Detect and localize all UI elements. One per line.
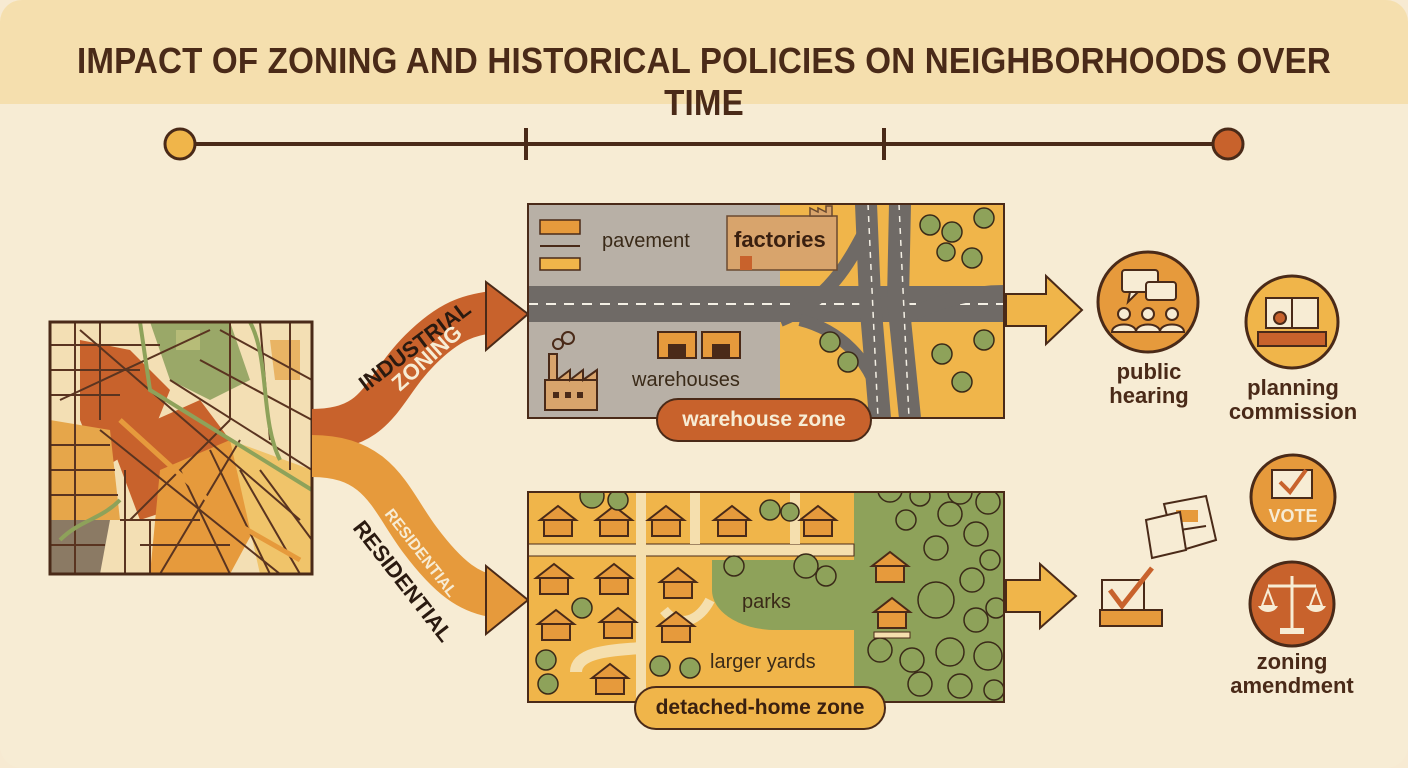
planning-commission-label: planning commission <box>1228 375 1358 424</box>
pavement-label: pavement <box>602 230 690 252</box>
warehouse-zone-label: warehouse zone <box>656 398 872 442</box>
tree-icons <box>535 492 1004 701</box>
zoning-amendment-label: zoning amendment <box>1230 649 1354 698</box>
vote-icon: VOTE <box>1249 453 1337 541</box>
factory-icon <box>544 331 598 411</box>
public-hearing-label: public hearing <box>1109 359 1189 408</box>
warehouses-label: warehouses <box>631 369 740 391</box>
house-icons <box>533 504 913 695</box>
page-title: IMPACT OF ZONING AND HISTORICAL POLICIES… <box>76 40 1332 123</box>
title-band <box>0 0 1408 104</box>
scales-icon <box>1248 560 1336 648</box>
branch-arrows <box>311 279 530 637</box>
ballot-box-icon <box>1099 494 1218 627</box>
larger-yards-label: larger yards <box>710 651 816 673</box>
timeline-start-dot <box>163 127 197 161</box>
tree-icons <box>819 207 995 393</box>
parks-label: parks <box>742 591 791 613</box>
output-arrows <box>1005 273 1084 631</box>
industrial-panel: pavement factories warehouses <box>527 203 1005 419</box>
planning-commission-icon <box>1244 274 1340 370</box>
detached-home-zone-label: detached-home zone <box>634 686 886 730</box>
vote-label: VOTE <box>1268 506 1317 526</box>
warehouse-icons <box>657 331 741 359</box>
timeline <box>163 127 1245 161</box>
timeline-end-dot <box>1211 127 1245 161</box>
city-map <box>48 320 314 576</box>
residential-panel: parks larger yards <box>527 491 1005 703</box>
public-hearing-icon <box>1096 250 1200 354</box>
factories-label: factories <box>734 227 826 252</box>
